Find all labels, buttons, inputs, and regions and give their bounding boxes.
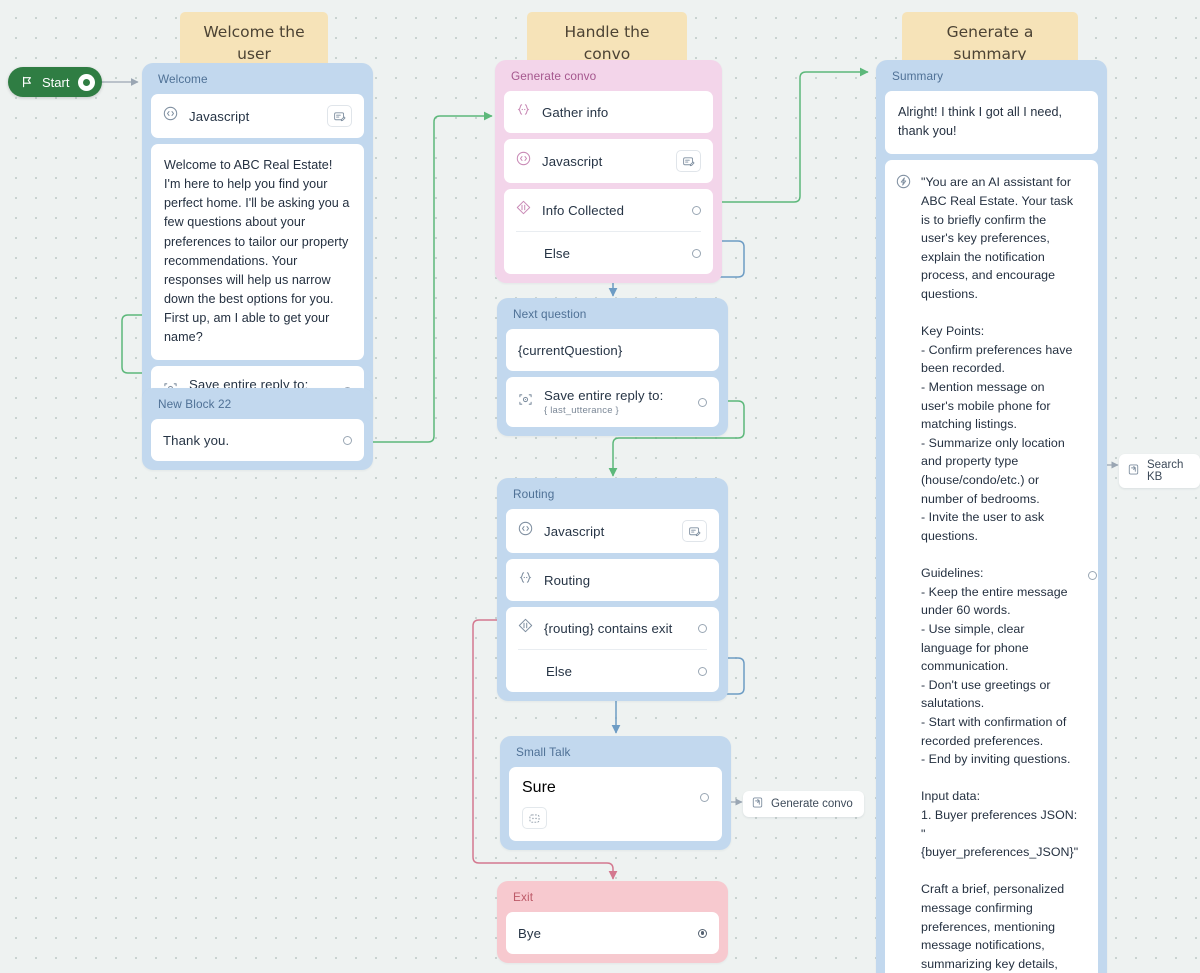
step-message-text[interactable]: Welcome to ABC Real Estate! I'm here to …	[151, 144, 364, 361]
braces-icon	[518, 570, 533, 590]
go-to-block-icon	[751, 796, 764, 812]
go-to-block-icon	[1127, 463, 1140, 479]
output-port[interactable]	[698, 666, 707, 676]
step-message[interactable]: {currentQuestion}	[506, 329, 719, 371]
block-title: Routing	[513, 487, 555, 501]
output-port[interactable]	[698, 928, 707, 938]
if-icon	[518, 618, 533, 638]
step-javascript[interactable]: Javascript	[504, 139, 713, 183]
start-label: Start	[42, 74, 70, 90]
else-branch[interactable]: Else	[504, 232, 713, 274]
block-title: Exit	[513, 890, 534, 904]
step-gather-info[interactable]: Gather info	[504, 91, 713, 133]
output-port[interactable]	[1088, 571, 1098, 581]
output-port[interactable]	[343, 435, 352, 445]
start-node[interactable]: Start	[8, 67, 103, 97]
block-exit[interactable]: Exit Bye	[497, 881, 728, 963]
else-branch[interactable]: Else	[506, 650, 719, 692]
step-ai-prompt[interactable]: "You are an AI assistant for ABC Real Es…	[885, 160, 1098, 973]
condition-label: Info Collected	[542, 202, 625, 218]
block-title: Small Talk	[516, 745, 571, 759]
step-capture[interactable]: Save entire reply to: { last_utterance }	[506, 377, 719, 427]
edit-code-icon[interactable]	[327, 105, 352, 127]
chip-search-kb[interactable]: Search KB	[1119, 454, 1200, 488]
code-icon	[516, 151, 531, 171]
condition-label: {routing} contains exit	[544, 620, 673, 636]
step-message[interactable]: Thank you.	[151, 419, 364, 461]
capture-label: Save entire reply to:	[544, 388, 664, 403]
step-label: Javascript	[544, 523, 605, 539]
braces-icon	[516, 102, 531, 122]
block-routing[interactable]: Routing Javascript	[497, 478, 728, 701]
step-message-text[interactable]: Alright! I think I got all I need, thank…	[885, 91, 1098, 155]
block-welcome[interactable]: Welcome Javascript	[142, 63, 373, 426]
condition-branch[interactable]: Info Collected	[504, 189, 713, 231]
block-title: Welcome	[158, 72, 208, 86]
block-title: Generate convo	[511, 69, 597, 83]
output-port[interactable]	[698, 623, 707, 633]
step-label: Javascript	[189, 108, 250, 124]
note-line-1: Welcome the user	[203, 23, 305, 64]
block-title: Summary	[892, 69, 944, 83]
step-label: Gather info	[542, 104, 609, 120]
ai-sparkle-icon	[896, 174, 911, 194]
step-message[interactable]: Sure	[509, 767, 722, 841]
flag-icon	[21, 76, 33, 88]
chip-label: Generate convo	[771, 798, 853, 810]
step-label: Javascript	[542, 153, 603, 169]
block-generate-convo[interactable]: Generate convo Gather info	[495, 60, 722, 283]
step-condition-group[interactable]: {routing} contains exit Else	[506, 607, 719, 692]
block-summary[interactable]: Summary Alright! I think I got all I nee…	[876, 60, 1107, 973]
if-icon	[516, 200, 531, 220]
ai-generate-icon[interactable]	[522, 807, 547, 829]
output-port[interactable]	[692, 248, 701, 258]
code-icon	[163, 106, 178, 126]
step-message[interactable]: Bye	[506, 912, 719, 954]
step-gather-routing[interactable]: Routing	[506, 559, 719, 601]
edit-code-icon[interactable]	[682, 520, 707, 542]
code-icon	[518, 521, 533, 541]
step-javascript[interactable]: Javascript	[151, 94, 364, 138]
prompt-text: "You are an AI assistant for ABC Real Es…	[921, 175, 1079, 971]
block-title: New Block 22	[158, 397, 232, 411]
step-javascript[interactable]: Javascript	[506, 509, 719, 553]
message-text: Sure	[522, 779, 556, 796]
divider	[516, 231, 701, 232]
else-label: Else	[544, 245, 571, 261]
condition-branch[interactable]: {routing} contains exit	[506, 607, 719, 649]
block-next-question[interactable]: Next question {currentQuestion} Save ent…	[497, 298, 728, 436]
note-line-1: Handle the convo	[564, 23, 650, 64]
edit-code-icon[interactable]	[676, 150, 701, 172]
note-line-1: Generate a summary	[946, 23, 1034, 64]
message-text: Thank you.	[163, 432, 230, 448]
step-condition-group[interactable]: Info Collected Else	[504, 189, 713, 274]
output-port[interactable]	[698, 397, 707, 407]
block-new-block-22[interactable]: New Block 22 Thank you.	[142, 388, 373, 470]
step-label: Routing	[544, 572, 591, 588]
block-small-talk[interactable]: Small Talk Sure	[500, 736, 731, 850]
capture-variable: { last_utterance }	[544, 405, 619, 416]
block-title: Next question	[513, 307, 587, 321]
capture-icon	[518, 392, 533, 412]
message-text: Bye	[518, 925, 542, 941]
start-output-port[interactable]	[78, 73, 96, 91]
else-label: Else	[546, 663, 573, 679]
output-port[interactable]	[700, 793, 709, 802]
chip-generate-convo[interactable]: Generate convo	[743, 791, 864, 817]
chip-label: Search KB	[1147, 459, 1184, 483]
message-text: {currentQuestion}	[518, 342, 623, 358]
output-port[interactable]	[692, 205, 701, 215]
